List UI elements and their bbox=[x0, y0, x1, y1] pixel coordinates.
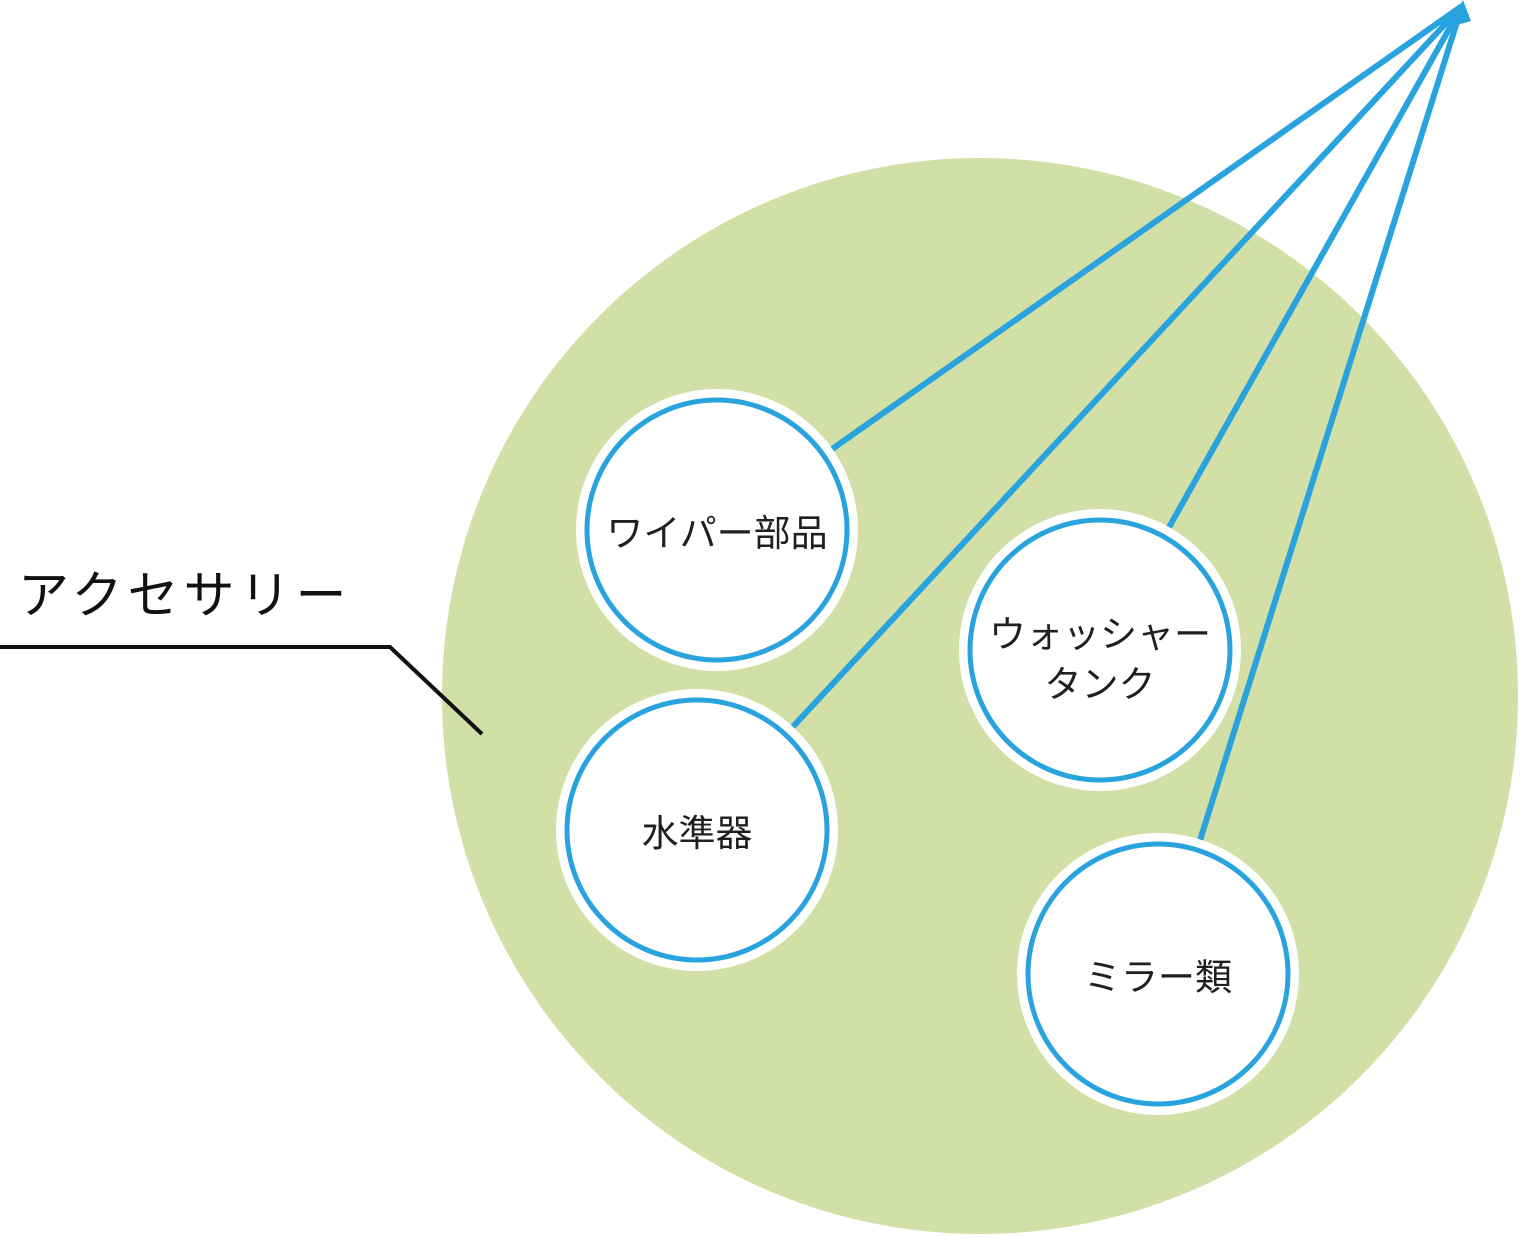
node-border bbox=[564, 697, 830, 963]
node-label-level-gauge: 水準器 bbox=[642, 813, 753, 854]
node-label-washer-tank-line1: ウォッシャー bbox=[989, 614, 1211, 655]
category-label: アクセサリー bbox=[18, 567, 351, 624]
connector-line-wiper-parts bbox=[715, 3, 1464, 533]
node-border bbox=[1025, 841, 1291, 1107]
arrow-head bbox=[1447, 0, 1471, 28]
label-leader-line bbox=[0, 645, 484, 736]
node-wiper-parts: ワイパー部品 bbox=[576, 389, 858, 671]
connector-line-level-gauge bbox=[694, 3, 1465, 833]
node-washer-tank: ウォッシャー タンク bbox=[959, 509, 1241, 791]
node-border bbox=[584, 397, 850, 663]
node-mirrors: ミラー類 bbox=[1017, 833, 1299, 1115]
node-label-mirrors: ミラー類 bbox=[1084, 957, 1232, 998]
node-border bbox=[967, 517, 1233, 783]
connector-line-mirrors bbox=[1155, 5, 1465, 975]
node-label-wiper-parts: ワイパー部品 bbox=[606, 513, 827, 554]
node-label-washer-tank-line2: タンク bbox=[1045, 664, 1156, 705]
node-level-gauge: 水準器 bbox=[556, 689, 838, 971]
